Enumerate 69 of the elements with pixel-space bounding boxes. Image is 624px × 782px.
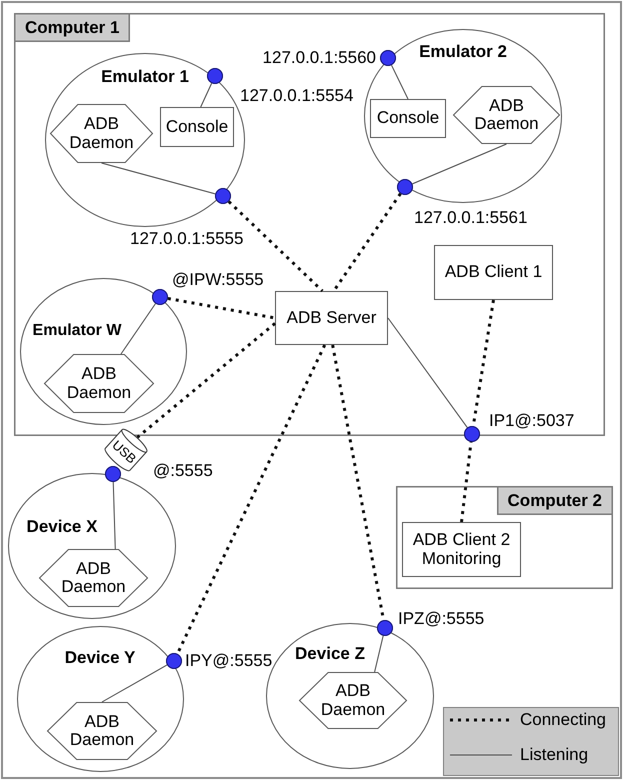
device-oval [17,626,184,772]
port-label: 127.0.0.1:5561 [414,208,528,228]
client-box [402,522,521,577]
port-label: 127.0.0.1:5555 [130,229,244,249]
port-label: 127.0.0.1:5554 [240,86,354,106]
daemon-hexagon [39,549,148,607]
node-label: ADB Daemon [60,560,127,596]
node-title: Emulator 1 [101,67,189,87]
connection-line [412,144,507,184]
node-label: ADB Client 1 [444,263,542,282]
connection-line [374,635,384,672]
computer-tab: Computer 2 [496,486,613,515]
node-title: Device Y [64,648,136,668]
connection-line [200,82,212,108]
daemon-hexagon [44,354,154,413]
legend-label: Listening [520,745,588,765]
daemon-hexagon [50,104,153,163]
connection-line [102,664,168,702]
port-dot [105,466,121,482]
dotted-connection-line [176,344,326,654]
daemon-hexagon [47,702,157,760]
port-dot [377,620,393,636]
port-dot [215,188,231,204]
port-label: IP1@:5037 [489,411,574,431]
node-label: ADB Daemon [68,712,136,750]
console-box [160,107,234,147]
node-label: ADB Server [286,308,376,328]
port-dot [380,50,396,66]
computer-tab: Computer 1 [14,13,130,42]
dotted-connection-line [136,322,276,439]
node-label: Console [166,118,228,136]
port-label: IPZ@:5555 [398,609,484,629]
node-label: ADB Daemon [320,682,386,719]
node-label: Console [376,109,440,128]
node-title: Emulator W [32,321,122,341]
computer-frame [396,486,613,589]
port-dot [166,653,182,669]
node-title: Emulator 2 [419,42,507,62]
console-box [370,99,446,138]
node-label: ADB Client 2 Monitoring [412,531,512,568]
port-dot [397,179,413,195]
usb-cylinder [102,426,150,474]
node-label: ADB Daemon [473,96,540,134]
port-label: @IPW:5555 [172,270,264,290]
computer-frame [14,13,605,436]
dotted-connection-line [168,296,276,320]
port-dot [464,426,480,442]
port-label: @:5555 [153,461,213,481]
server-box [275,291,388,345]
dotted-connection-line [460,442,473,522]
port-dot [207,68,223,84]
connection-line [391,64,408,100]
port-label: 127.0.0.1:5560 [262,48,376,68]
connection-line [388,318,468,428]
node-label: ADB Daemon [68,115,135,152]
connection-line [101,162,216,194]
daemon-hexagon [299,672,407,729]
legend-label: Connecting [520,710,606,730]
port-dot [152,289,168,305]
port-label: IPY@:5555 [185,651,272,671]
node-title: Device Z [295,644,365,664]
node-label: ADB Daemon [66,365,132,402]
connection-line [112,482,116,550]
node-title: Device X [26,517,98,537]
dotted-connection-line [332,192,402,292]
connection-line [120,303,156,354]
client-box [434,245,553,300]
dotted-connection-line [228,200,324,292]
daemon-hexagon [453,86,560,144]
